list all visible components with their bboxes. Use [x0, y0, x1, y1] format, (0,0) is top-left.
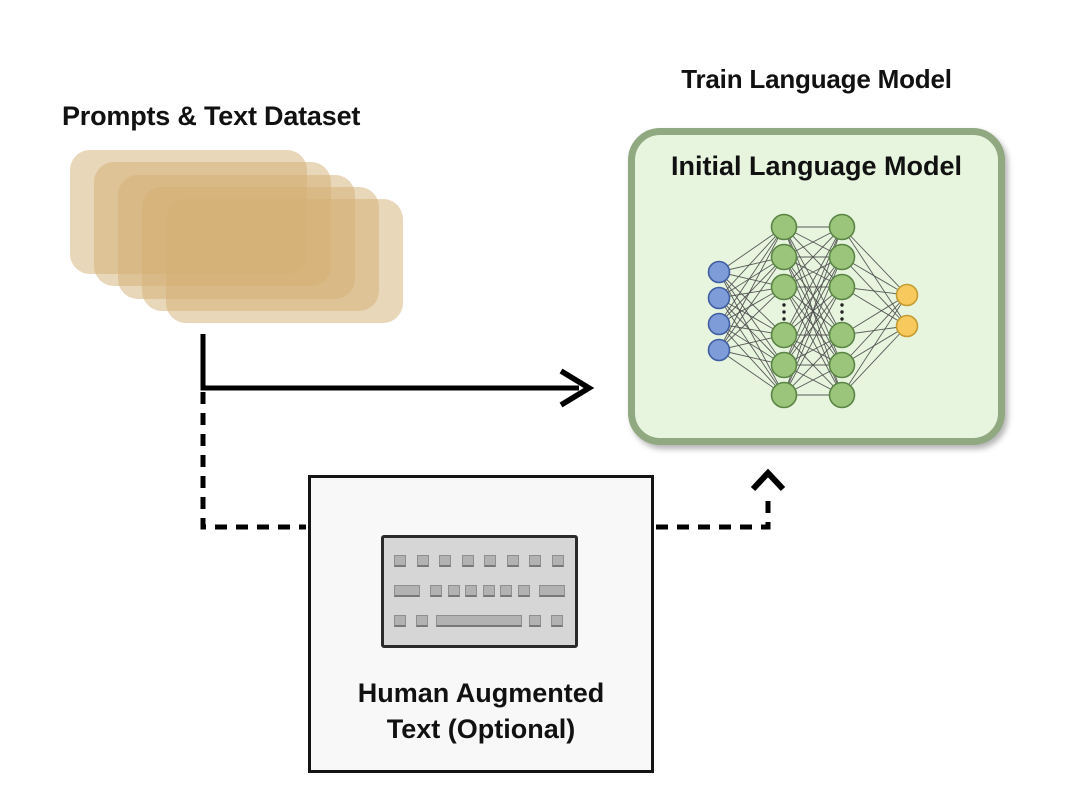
solid-arrowhead-right-icon [559, 368, 595, 408]
keyboard-key [436, 615, 522, 627]
train-language-model-title: Train Language Model [681, 64, 952, 94]
keyboard-key [394, 555, 406, 567]
dashed-arrowhead-up-icon [750, 468, 786, 492]
keyboard-key [439, 555, 451, 567]
initial-language-model-box: Initial Language Model [628, 128, 1005, 445]
prompts-dataset-title: Prompts & Text Dataset [62, 101, 361, 131]
keyboard-key [465, 585, 477, 597]
dataset-card [166, 199, 403, 324]
keyboard-key [416, 615, 428, 627]
keyboard-key [394, 615, 406, 627]
keyboard-key [430, 585, 442, 597]
keyboard-key [500, 585, 512, 597]
keyboard-key [517, 585, 530, 597]
keyboard-key [529, 615, 541, 627]
keyboard-icon [381, 535, 578, 648]
dashed-arrow-dataset-to-human [200, 392, 306, 530]
keyboard-key [551, 555, 564, 567]
keyboard-key [484, 555, 496, 567]
keyboard-key [506, 555, 519, 567]
keyboard-key [394, 585, 420, 597]
initial-language-model-label: Initial Language Model [670, 151, 962, 181]
keyboard-key [551, 615, 563, 627]
keyboard-key [461, 555, 474, 567]
dashed-arrow-human-to-model [656, 496, 771, 530]
human-augmented-text-label: Human Augmented Text (Optional) [357, 678, 605, 744]
human-augmented-text-box: Human Augmented Text (Optional) [308, 475, 654, 773]
keyboard-key [482, 585, 495, 597]
keyboard-key [416, 555, 429, 567]
keyboard-key [529, 555, 541, 567]
keyboard-key [447, 585, 460, 597]
keyboard-key [539, 585, 565, 597]
solid-arrow-dataset-to-model [200, 334, 579, 391]
